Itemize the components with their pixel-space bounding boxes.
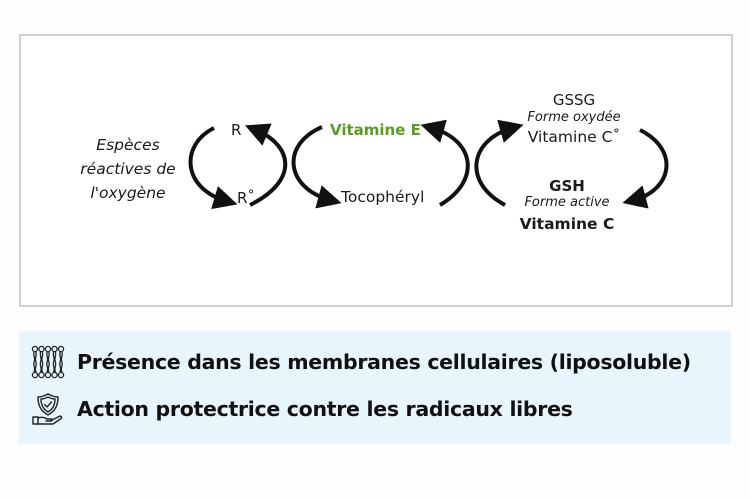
vitamin-c-radical-label: Vitamine C˚ <box>527 128 621 146</box>
diagram-panel <box>19 34 733 307</box>
info-text-protection: Action protectrice contre les radicaux l… <box>77 397 573 421</box>
info-panel: Présence dans les membranes cellulaires … <box>19 331 731 444</box>
gssg-label: GSSG <box>552 91 596 109</box>
ros-line-1: Espèces <box>96 136 160 154</box>
arrow-r-to-r-radical <box>188 126 238 210</box>
arrow-gssg-to-gsh <box>622 128 669 209</box>
ros-label: Espèces réactives de l'oxygène <box>80 133 175 205</box>
info-item-membranes: Présence dans les membranes cellulaires … <box>31 345 691 379</box>
active-form-label: Forme active <box>524 195 610 210</box>
r-radical-label: R˚ <box>237 189 255 207</box>
ros-line-3: l'oxygène <box>90 184 166 202</box>
reaction-arrows <box>188 119 669 210</box>
oxidized-form-label: Forme oxydée <box>527 110 621 125</box>
r-label: R <box>231 121 242 139</box>
arrow-r-radical-to-r <box>244 123 288 207</box>
info-text-membranes: Présence dans les membranes cellulaires … <box>77 350 691 374</box>
gsh-label: GSH <box>549 177 585 195</box>
lipid-bilayer-icon <box>31 345 65 379</box>
vitamin-e-label: Vitamine E <box>330 121 421 139</box>
arrow-vite-to-tocopheryl <box>291 125 342 209</box>
tocopheryl-label: Tocophéryl <box>341 188 425 206</box>
arrow-tocopheryl-to-vite <box>420 119 470 207</box>
shield-hand-icon <box>32 393 63 425</box>
arrow-vitc-to-vitc-radical <box>474 119 524 207</box>
vitamin-c-label: Vitamine C <box>519 215 615 233</box>
ros-line-2: réactives de <box>80 160 176 178</box>
info-item-protection: Action protectrice contre les radicaux l… <box>31 392 573 426</box>
